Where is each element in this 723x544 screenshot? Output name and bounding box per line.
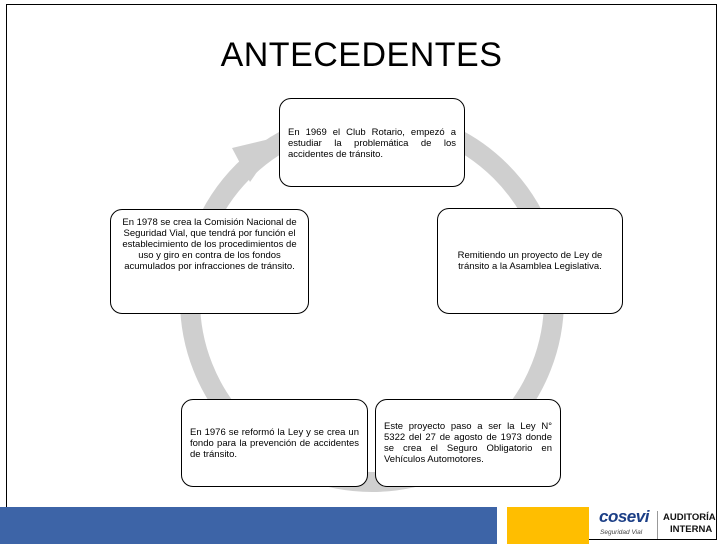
footer-gap bbox=[497, 507, 507, 544]
cycle-step-text: Este proyecto paso a ser la Ley N° 5322 … bbox=[384, 421, 552, 465]
cycle-step-text: Remitiendo un proyecto de Ley de tránsit… bbox=[457, 250, 603, 272]
cycle-step-1973: Este proyecto paso a ser la Ley N° 5322 … bbox=[375, 399, 561, 487]
cycle-step-text: En 1969 el Club Rotario, empezó a estudi… bbox=[288, 127, 456, 160]
cycle-step-text: En 1976 se reformó la Ley y se crea un f… bbox=[190, 426, 359, 460]
footer-blue-bar bbox=[0, 507, 497, 544]
cycle-step-1969: En 1969 el Club Rotario, empezó a estudi… bbox=[279, 98, 465, 187]
footer-yellow-bar bbox=[507, 507, 589, 544]
department-line-1: AUDITORÍA bbox=[663, 512, 716, 523]
cycle-step-text: En 1978 se crea la Comisión Nacional de … bbox=[122, 217, 297, 272]
footer-divider bbox=[657, 511, 658, 539]
logo-subtext: Seguridad Vial bbox=[600, 529, 643, 536]
cycle-step-remitiendo: Remitiendo un proyecto de Ley de tránsit… bbox=[437, 208, 623, 314]
cycle-step-1976: En 1976 se reformó la Ley y se crea un f… bbox=[181, 399, 368, 487]
department-line-2: INTERNA bbox=[670, 524, 713, 535]
logo-wordmark: cosevi bbox=[599, 507, 649, 526]
cycle-step-1978: En 1978 se crea la Comisión Nacional de … bbox=[110, 209, 309, 314]
department-label: AUDITORÍA INTERNA bbox=[663, 512, 723, 536]
cycle-arrowhead bbox=[232, 136, 282, 182]
slide-title: ANTECEDENTES bbox=[220, 36, 503, 74]
cosevi-logo: cosevi Seguridad Vial bbox=[596, 505, 656, 541]
